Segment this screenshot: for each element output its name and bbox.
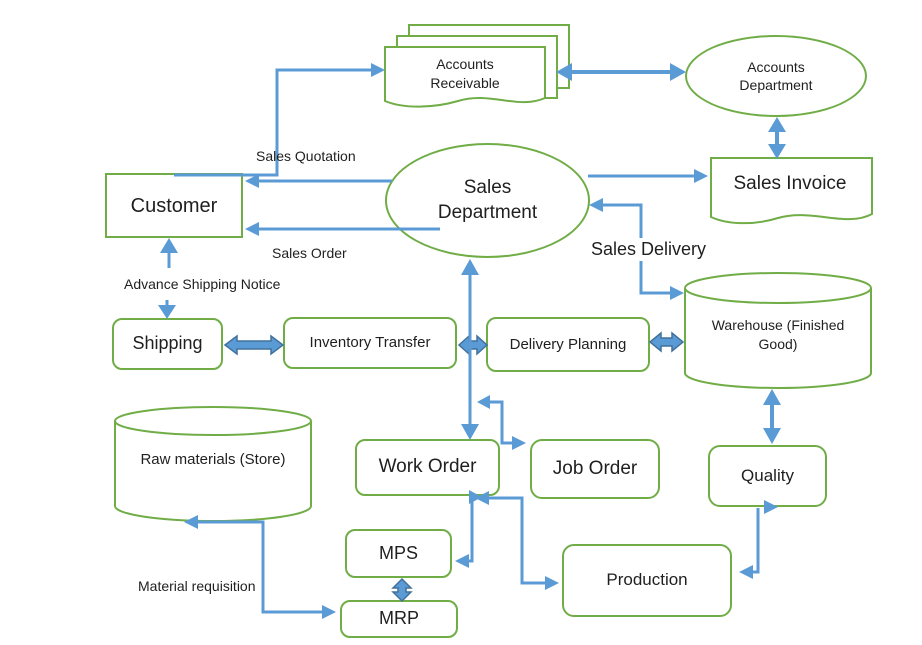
node-sales-invoice-label: Sales Invoice xyxy=(733,173,847,195)
node-accounts-receivable-shape xyxy=(384,24,570,108)
connector-delivery-warehouse-thick-arrow xyxy=(648,331,685,353)
node-mps-label: MPS xyxy=(378,542,418,563)
node-raw-materials-label: Raw materials (Store) xyxy=(140,450,286,468)
connector-warehouse-quality xyxy=(763,389,781,444)
cylinder-top xyxy=(114,406,312,436)
edge-label-advance-shipping-notice: Advance Shipping Notice xyxy=(124,276,281,292)
edge-label-material-requisition: Material requisition xyxy=(136,578,258,594)
cylinder-body xyxy=(684,288,872,389)
edge-label-sales-quotation: Sales Quotation xyxy=(256,148,356,164)
connector-sales-quotation-arrow xyxy=(245,174,392,188)
connector-work-order-mps xyxy=(455,490,482,568)
node-sales-invoice-shape xyxy=(710,157,873,225)
document-sheet xyxy=(710,157,873,225)
node-production: Production xyxy=(562,544,732,617)
node-shipping: Shipping xyxy=(112,318,223,370)
edge-label-sales-order: Sales Order xyxy=(272,245,347,261)
connector-work-order-production xyxy=(475,491,559,590)
connector-quality-production xyxy=(739,500,778,579)
node-delivery-planning: Delivery Planning xyxy=(486,317,650,372)
cylinder-top xyxy=(684,272,872,304)
node-accounts-department: Accounts Department xyxy=(685,35,867,117)
node-shipping-label: Shipping xyxy=(132,333,203,354)
node-warehouse-label: Warehouse (Finished Good) xyxy=(711,317,845,352)
node-work-order-label: Work Order xyxy=(378,456,477,478)
connector-sales-department-sales-invoice xyxy=(588,169,708,183)
connector-inventory-delivery-thick-arrow xyxy=(457,334,489,356)
connector-mps-mrp-thick-arrow xyxy=(391,577,413,603)
node-accounts-receivable-label: Accounts Receivable xyxy=(430,56,500,91)
node-warehouse-shape xyxy=(684,272,872,389)
node-sales-department: Sales Department xyxy=(385,143,590,258)
node-inventory-transfer-label: Inventory Transfer xyxy=(309,334,431,352)
connector-material-requisition xyxy=(184,515,336,619)
node-quality-label: Quality xyxy=(741,465,794,485)
node-mrp: MRP xyxy=(340,600,458,638)
node-mrp-label: MRP xyxy=(379,608,419,629)
node-sales-department-label: Sales Department xyxy=(437,176,538,223)
node-delivery-planning-label: Delivery Planning xyxy=(509,335,627,353)
node-mps: MPS xyxy=(345,529,452,578)
node-work-order: Work Order xyxy=(355,439,500,496)
node-customer: Customer xyxy=(105,173,243,238)
node-quality: Quality xyxy=(708,445,827,507)
connector-sales-department-work-order xyxy=(461,259,479,440)
node-customer-label: Customer xyxy=(130,194,218,217)
document-sheet-front xyxy=(384,46,546,108)
node-job-order-label: Job Order xyxy=(552,457,638,479)
node-job-order: Job Order xyxy=(530,439,660,499)
connector-accounts-department-sales-invoice xyxy=(768,117,786,159)
node-inventory-transfer: Inventory Transfer xyxy=(283,317,457,369)
node-production-label: Production xyxy=(606,570,688,590)
connector-shipping-inventory-thick-arrow xyxy=(223,334,285,356)
node-accounts-department-label: Accounts Department xyxy=(739,58,813,93)
edge-label-sales-delivery: Sales Delivery xyxy=(586,238,712,261)
